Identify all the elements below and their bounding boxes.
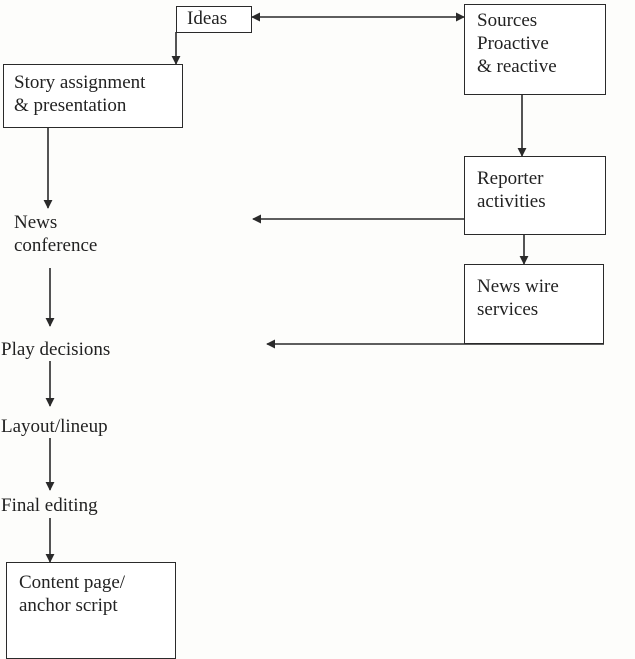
layout-lineup-label: Layout/lineup bbox=[1, 416, 108, 437]
sources-proactive-label: Proactive bbox=[477, 33, 549, 54]
story-assignment-box: Story assignment & presentation bbox=[3, 64, 183, 128]
content-page-label: Content page/ bbox=[19, 572, 126, 593]
sources-box: Sources Proactive & reactive bbox=[464, 4, 606, 95]
sources-label: Sources bbox=[477, 10, 538, 31]
ideas-label: Ideas bbox=[187, 8, 228, 29]
story-assignment-label: Story assignment bbox=[14, 72, 146, 93]
reporter-label: Reporter bbox=[477, 168, 544, 189]
news-wire-services-box: News wire services bbox=[464, 264, 604, 344]
services-label: services bbox=[477, 299, 539, 320]
content-page-box: Content page/ anchor script bbox=[6, 562, 176, 659]
final-editing-label: Final editing bbox=[1, 495, 98, 516]
reporter-activities-box: Reporter activities bbox=[464, 156, 606, 235]
final-editing-node: Final editing bbox=[1, 494, 98, 517]
play-decisions-label: Play decisions bbox=[1, 339, 111, 360]
sources-reactive-label: & reactive bbox=[477, 56, 557, 77]
conference-label: conference bbox=[14, 235, 98, 256]
activities-label: activities bbox=[477, 191, 546, 212]
news-label: News bbox=[14, 212, 58, 233]
play-decisions-node: Play decisions bbox=[1, 338, 110, 361]
anchor-script-label: anchor script bbox=[19, 595, 118, 616]
news-conference-node: News conference bbox=[14, 211, 97, 257]
layout-lineup-node: Layout/lineup bbox=[1, 415, 108, 438]
news-wire-label: News wire bbox=[477, 276, 559, 297]
story-presentation-label: & presentation bbox=[14, 95, 127, 116]
ideas-box: Ideas bbox=[176, 6, 252, 33]
